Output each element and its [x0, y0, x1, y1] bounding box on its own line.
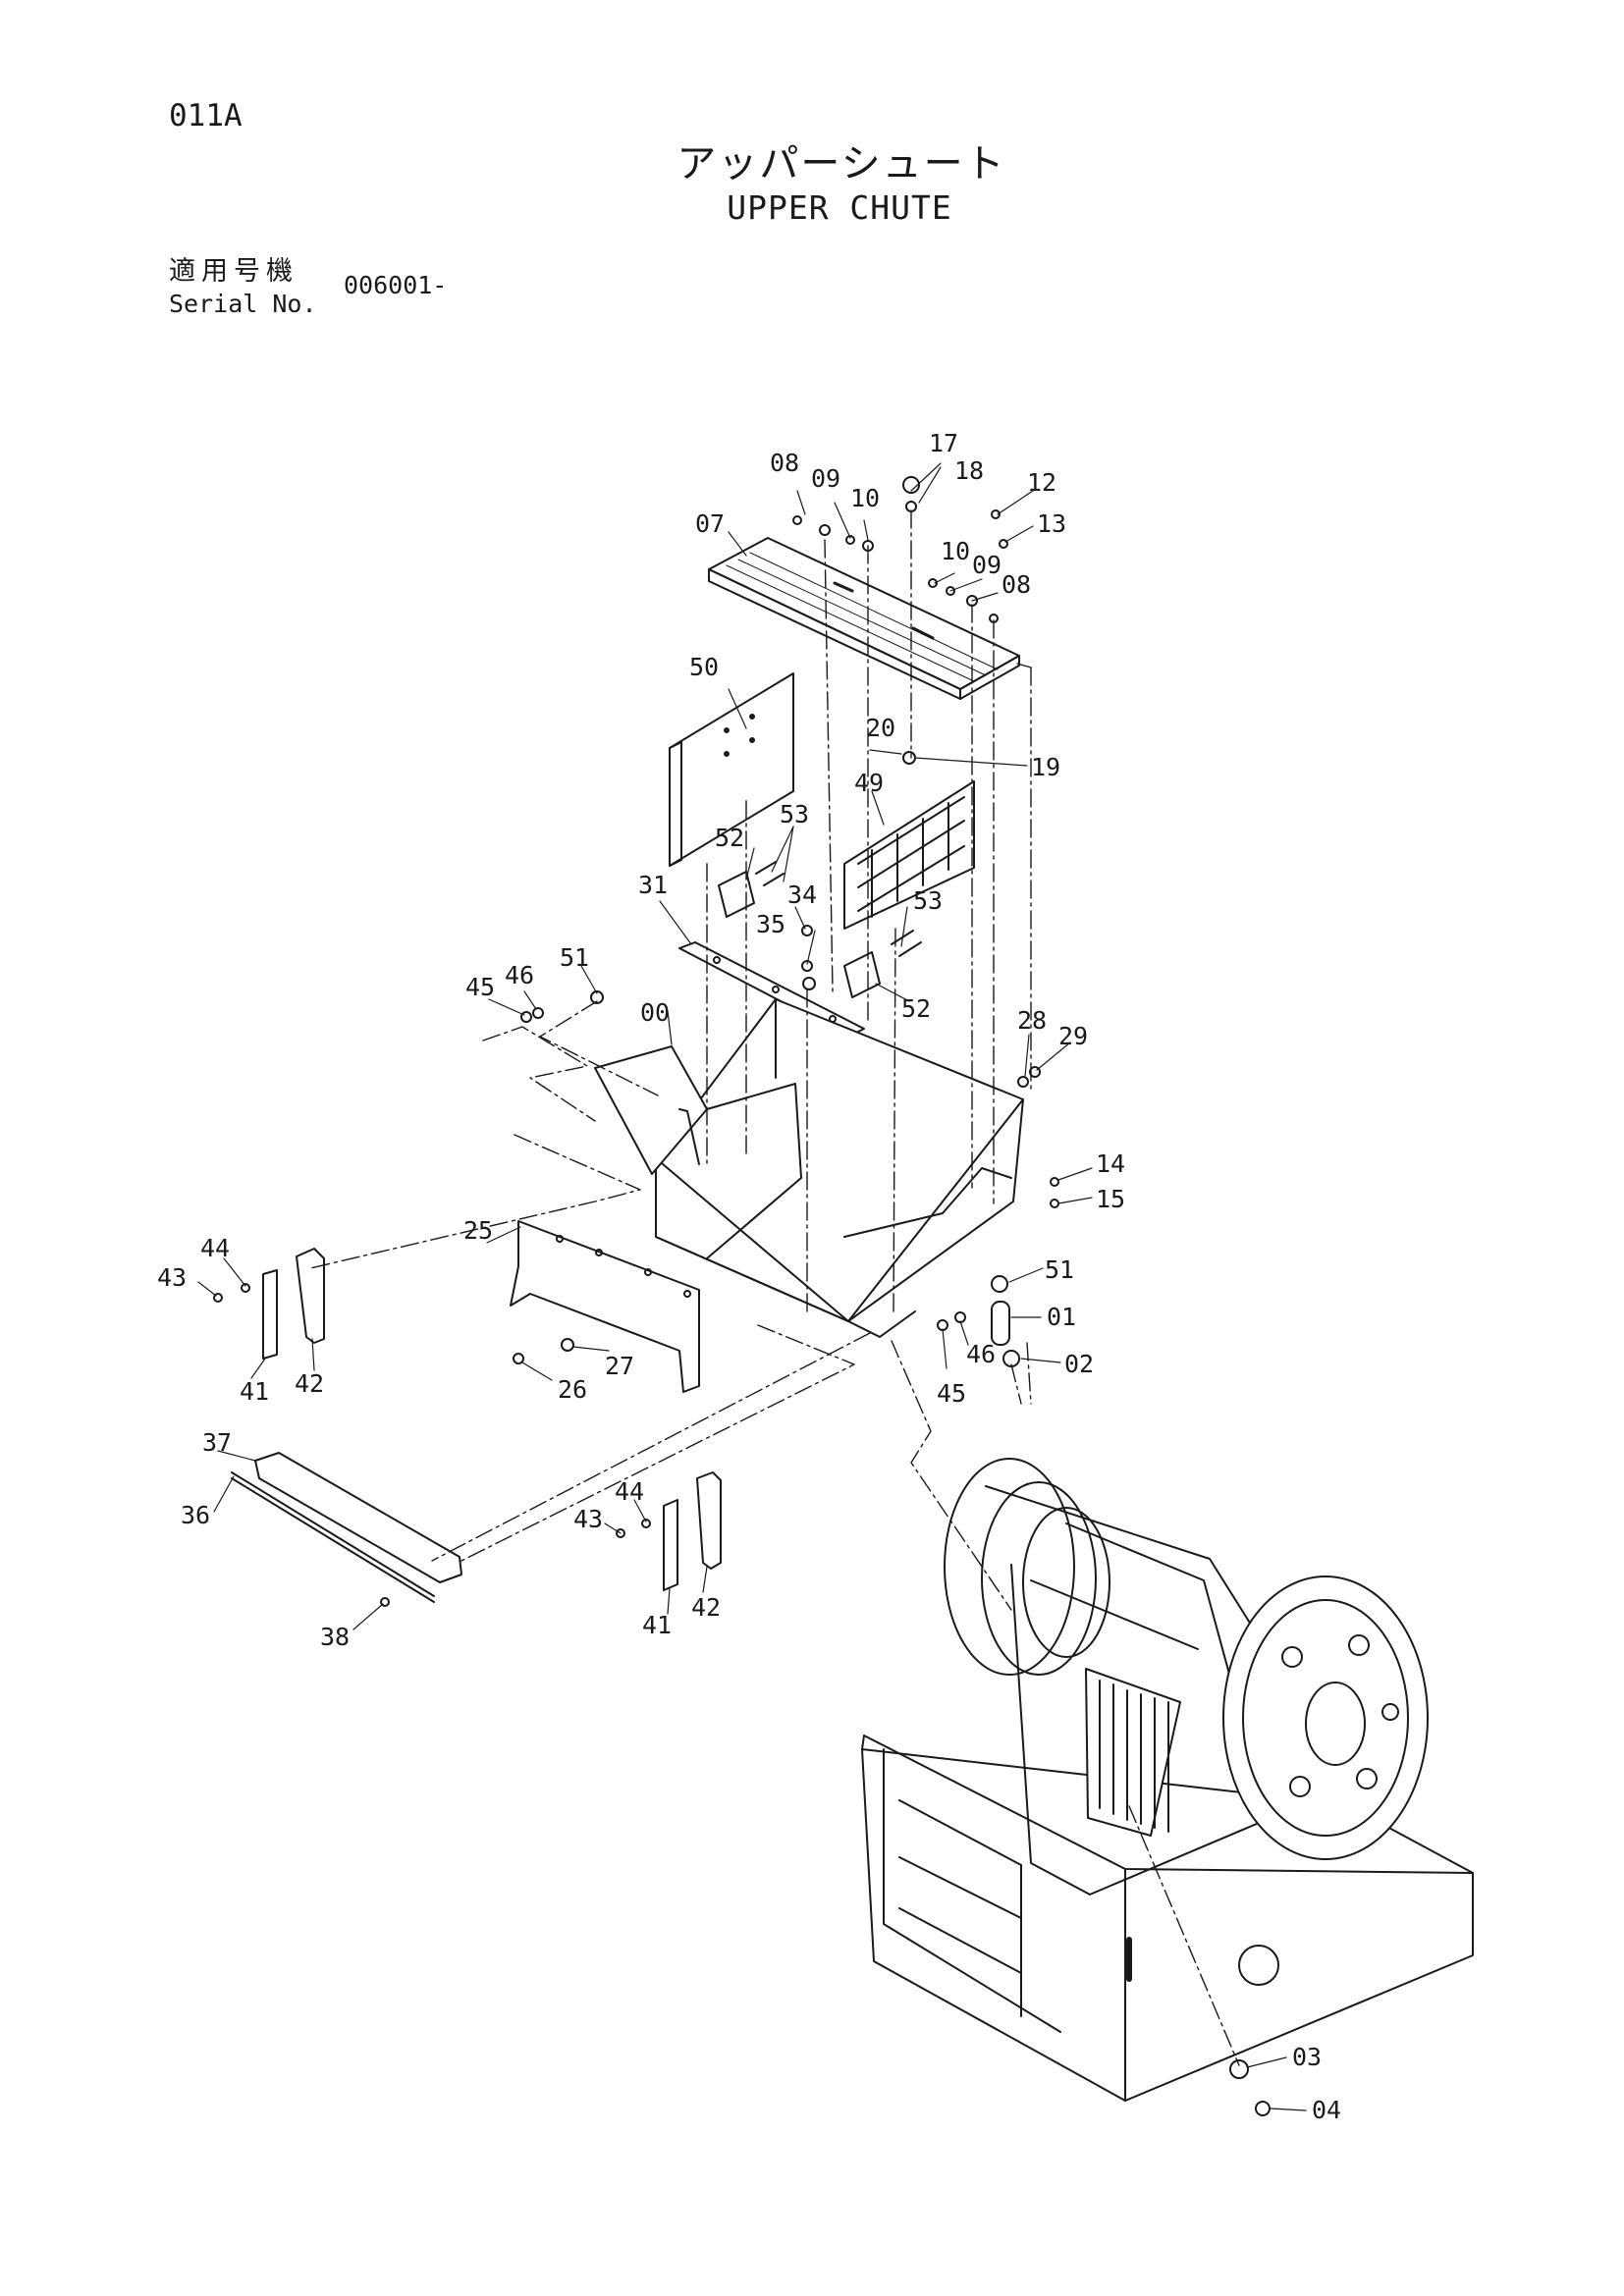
callout-label: 10 — [850, 484, 880, 512]
title-japanese: アッパーシュート — [677, 141, 1006, 187]
callout-label: 43 — [157, 1263, 187, 1292]
callout-label: 09 — [811, 464, 840, 493]
callout-label: 51 — [560, 943, 589, 972]
part-plate-25 — [510, 1220, 700, 1393]
part-brackets-41-42-lower — [663, 1471, 722, 1591]
serial-label-japanese: 適用号機 — [169, 256, 298, 287]
callout-label: 25 — [463, 1216, 493, 1245]
callout-label: 50 — [689, 653, 719, 681]
part-blocks-52 — [718, 871, 881, 998]
callout-leaders — [197, 462, 1307, 2111]
callout-label: 01 — [1047, 1303, 1076, 1331]
callout-label: 02 — [1064, 1350, 1094, 1378]
callout-label: 41 — [642, 1611, 672, 1639]
callout-label: 34 — [787, 881, 817, 909]
callout-label: 42 — [691, 1593, 721, 1622]
part-top-cover-07 — [708, 537, 1020, 700]
part-brackets-41-42-upper — [262, 1248, 325, 1360]
assembly-phantom-lines — [309, 509, 1240, 2066]
callout-label: 52 — [901, 994, 931, 1023]
callout-label: 45 — [937, 1379, 966, 1408]
callout-label: 35 — [756, 910, 785, 938]
callout-label: 43 — [573, 1505, 603, 1533]
callout-label: 00 — [640, 998, 670, 1027]
callout-label: 13 — [1037, 509, 1066, 538]
callout-label: 41 — [240, 1377, 269, 1406]
serial-value: 006001- — [344, 271, 448, 299]
callout-label: 07 — [695, 509, 725, 538]
callout-label: 42 — [295, 1369, 324, 1398]
callout-label: 08 — [770, 449, 799, 477]
part-ribbed-plate-49 — [843, 780, 975, 930]
callout-label: 03 — [1292, 2043, 1322, 2071]
callout-label: 44 — [200, 1234, 230, 1262]
part-pins-53 — [755, 861, 922, 957]
callout-label: 51 — [1045, 1255, 1074, 1284]
crusher-machine-body — [861, 1458, 1474, 2102]
callout-label: 28 — [1017, 1006, 1047, 1035]
callout-label: 09 — [972, 551, 1001, 579]
title-english: UPPER CHUTE — [727, 188, 952, 227]
callout-label: 20 — [866, 714, 895, 742]
callout-label: 14 — [1096, 1149, 1125, 1178]
callout-label: 45 — [465, 973, 495, 1001]
callout-label: 38 — [320, 1623, 350, 1651]
callout-label: 18 — [954, 456, 984, 485]
callout-label: 10 — [941, 537, 970, 565]
callout-label: 12 — [1027, 468, 1056, 497]
serial-label-english: Serial No. — [169, 290, 317, 318]
callout-label: 44 — [615, 1477, 644, 1506]
callout-label: 52 — [715, 824, 744, 852]
callout-label: 36 — [181, 1501, 210, 1529]
callout-label: 19 — [1031, 753, 1060, 781]
callout-label: 49 — [854, 769, 884, 797]
callout-label: 26 — [558, 1375, 587, 1404]
callout-label: 53 — [913, 886, 943, 915]
hardware-bolts-washers — [213, 476, 1271, 2116]
callout-labels: 17 08 09 10 18 12 13 07 10 09 08 50 20 1… — [157, 429, 1341, 2124]
callout-label: 17 — [929, 429, 958, 457]
part-side-plate-50 — [669, 672, 794, 867]
page-code: 011A — [169, 98, 243, 133]
callout-label: 15 — [1096, 1185, 1125, 1213]
callout-label: 46 — [505, 961, 534, 989]
callout-label: 37 — [202, 1428, 232, 1457]
callout-label: 53 — [780, 800, 809, 828]
part-strips-36-37 — [231, 1452, 462, 1603]
callout-label: 08 — [1001, 570, 1031, 599]
callout-label: 29 — [1058, 1022, 1088, 1050]
callout-label: 27 — [605, 1352, 634, 1380]
callout-label: 04 — [1312, 2096, 1341, 2124]
callout-label: 46 — [966, 1340, 996, 1368]
callout-label: 31 — [638, 871, 668, 899]
